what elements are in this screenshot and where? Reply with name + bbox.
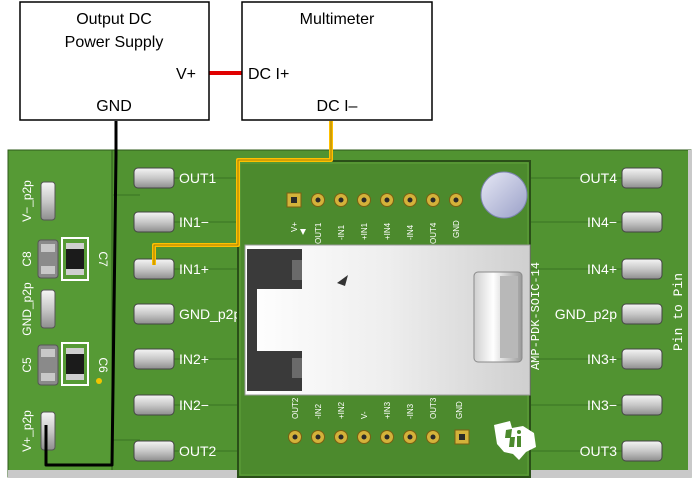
power-supply-v-plus: V+ <box>176 66 196 83</box>
multimeter-title: Multimeter <box>300 11 375 28</box>
label-in3-plus: IN3+ <box>587 351 617 367</box>
pin-label-bottom-7: OUT3 <box>429 397 438 419</box>
pad-in1-minus <box>133 211 175 233</box>
label-gnd-p2p: GND_p2p <box>20 282 34 336</box>
pin-label-bottom-8: GND <box>455 401 464 419</box>
label-out3: OUT3 <box>580 443 618 459</box>
pad-out3 <box>621 440 663 462</box>
gnd-wire <box>44 121 118 467</box>
pad-in4-minus <box>621 211 663 233</box>
pad-out1 <box>133 167 175 189</box>
pin-label-top-1: V+ <box>290 222 299 232</box>
pad-out2 <box>133 440 175 462</box>
label-out4: OUT4 <box>580 170 618 186</box>
label-c6: C6 <box>96 357 110 373</box>
pin-label-bottom-3: +IN2 <box>337 401 346 419</box>
pin-label-bottom-2: -IN2 <box>314 403 323 419</box>
multimeter-dc-i-plus: DC I+ <box>248 66 289 83</box>
bottom-header-pins: OUT2 -IN2 +IN2 V- +IN3 -IN3 OUT3 GND <box>288 397 470 445</box>
pin-label-bottom-1: OUT2 <box>291 397 300 419</box>
label-in2-plus: IN2+ <box>179 351 209 367</box>
pad-v-plus-p2p <box>40 411 56 451</box>
pad-out4 <box>621 167 663 189</box>
label-gnd-p2p-left: GND_p2p <box>179 306 241 322</box>
power-supply-gnd: GND <box>96 98 132 115</box>
left-pads: OUT1 IN1− IN1+ GND_p2p IN2+ IN2− OUT2 <box>133 167 241 462</box>
ti-logo-icon <box>494 421 536 460</box>
polarity-dot <box>96 378 102 384</box>
pad-in3-plus <box>621 348 663 370</box>
label-in1-plus: IN1+ <box>179 261 209 277</box>
pad-gnd-p2p-left <box>133 303 175 325</box>
capacitor-c7 <box>66 243 84 275</box>
module-label: AMP-PDK-SOIC-14 <box>529 262 543 370</box>
socket-arrow-marker <box>337 275 348 286</box>
pad-gnd-p2p <box>40 289 56 329</box>
multimeter-dc-i-minus: DC I– <box>317 98 358 115</box>
label-in4-plus: IN4+ <box>587 261 617 277</box>
label-out1: OUT1 <box>179 170 217 186</box>
pin-label-top-4: +IN1 <box>360 222 369 240</box>
left-traces <box>112 177 625 452</box>
pin-label-top-8: GND <box>452 220 461 238</box>
pin1-marker <box>300 229 306 235</box>
soic-socket <box>244 244 531 396</box>
board-edge-label: Pin to Pin <box>671 273 686 351</box>
pin-label-top-7: OUT4 <box>429 222 438 244</box>
left-strip <box>7 149 113 478</box>
capacitor-c6-outline <box>61 342 89 386</box>
pin-label-top-2: OUT1 <box>314 222 323 244</box>
label-v-minus-p2p: V−_p2p <box>20 180 34 222</box>
capacitor-c7-outline <box>61 237 89 281</box>
pad-gnd-p2p-right <box>621 303 663 325</box>
pad-v-minus-p2p <box>40 181 56 221</box>
top-header-pins: V+ OUT1 -IN1 +IN1 +IN4 -IN4 OUT4 GND <box>286 192 463 244</box>
label-gnd-p2p-right: GND_p2p <box>555 306 617 322</box>
pin-label-bottom-4: V- <box>360 411 369 419</box>
label-in4-minus: IN4− <box>587 214 617 230</box>
module-knob <box>480 171 528 219</box>
label-c5: C5 <box>20 357 34 373</box>
capacitor-c6 <box>66 348 84 380</box>
pad-in4-plus <box>621 258 663 280</box>
label-v-plus-p2p: V+_p2p <box>20 410 34 452</box>
label-c8: C8 <box>20 251 34 267</box>
right-pads: OUT4 IN4− IN4+ GND_p2p IN3+ IN3− OUT3 <box>555 167 663 462</box>
power-supply-title-line1: Output DC <box>76 11 152 28</box>
label-in3-minus: IN3− <box>587 397 617 413</box>
pin-label-top-6: -IN4 <box>406 224 415 240</box>
pad-in2-minus <box>133 394 175 416</box>
pin-label-top-3: -IN1 <box>337 224 346 240</box>
label-in1-minus: IN1− <box>179 214 209 230</box>
label-c7: C7 <box>96 251 110 267</box>
label-in2-minus: IN2− <box>179 397 209 413</box>
pin-label-bottom-5: +IN3 <box>383 401 392 419</box>
power-supply-box: Output DC Power Supply V+ GND <box>19 1 210 121</box>
left-strip-components: V−_p2p C8 C7 GND_p2p C5 C6 V+_p2p <box>20 180 110 452</box>
pin-label-top-5: +IN4 <box>383 222 392 240</box>
board-right-edge <box>688 150 692 477</box>
pad-in3-minus <box>621 394 663 416</box>
pin-label-bottom-6: -IN3 <box>406 403 415 419</box>
power-supply-title-line2: Power Supply <box>65 34 164 51</box>
multimeter-box: Multimeter DC I+ DC I– <box>241 1 433 121</box>
label-out2: OUT2 <box>179 443 217 459</box>
pad-in2-plus <box>133 348 175 370</box>
